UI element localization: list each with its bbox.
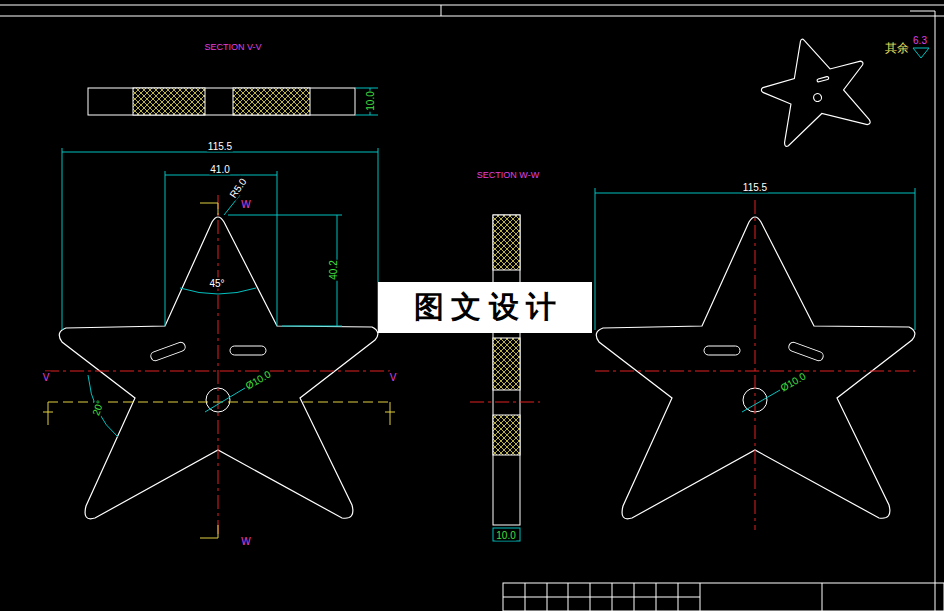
- dimension-label: 10.0: [365, 90, 376, 111]
- dimension-label: V: [42, 372, 51, 383]
- dimension-label: 45°: [208, 278, 225, 289]
- dimension-label: 40.2: [328, 259, 339, 280]
- dimension-label: V: [389, 372, 398, 383]
- dimension-label: 10.0: [495, 530, 516, 541]
- dimension-label: W: [240, 199, 251, 210]
- dimension-label: W: [240, 536, 251, 547]
- watermark-band: 图 文 设 计: [378, 282, 592, 333]
- dimension-label: SECTION W-W: [476, 170, 540, 181]
- dimension-label: SECTION V-V: [203, 42, 262, 53]
- dimension-label: 其余: [884, 43, 910, 54]
- dimension-label: Ø10.0: [243, 368, 274, 392]
- watermark-text: 图 文 设 计: [414, 287, 557, 328]
- dimension-label: 20°: [90, 398, 106, 418]
- dimension-label: 115.5: [207, 141, 233, 152]
- dimension-label: Ø10.0: [778, 370, 809, 394]
- dimension-label: 6.3: [912, 35, 928, 46]
- dimension-label: R5.0: [227, 175, 249, 200]
- dimension-label: 115.5: [742, 182, 768, 193]
- dimension-label: 41.0: [209, 164, 230, 175]
